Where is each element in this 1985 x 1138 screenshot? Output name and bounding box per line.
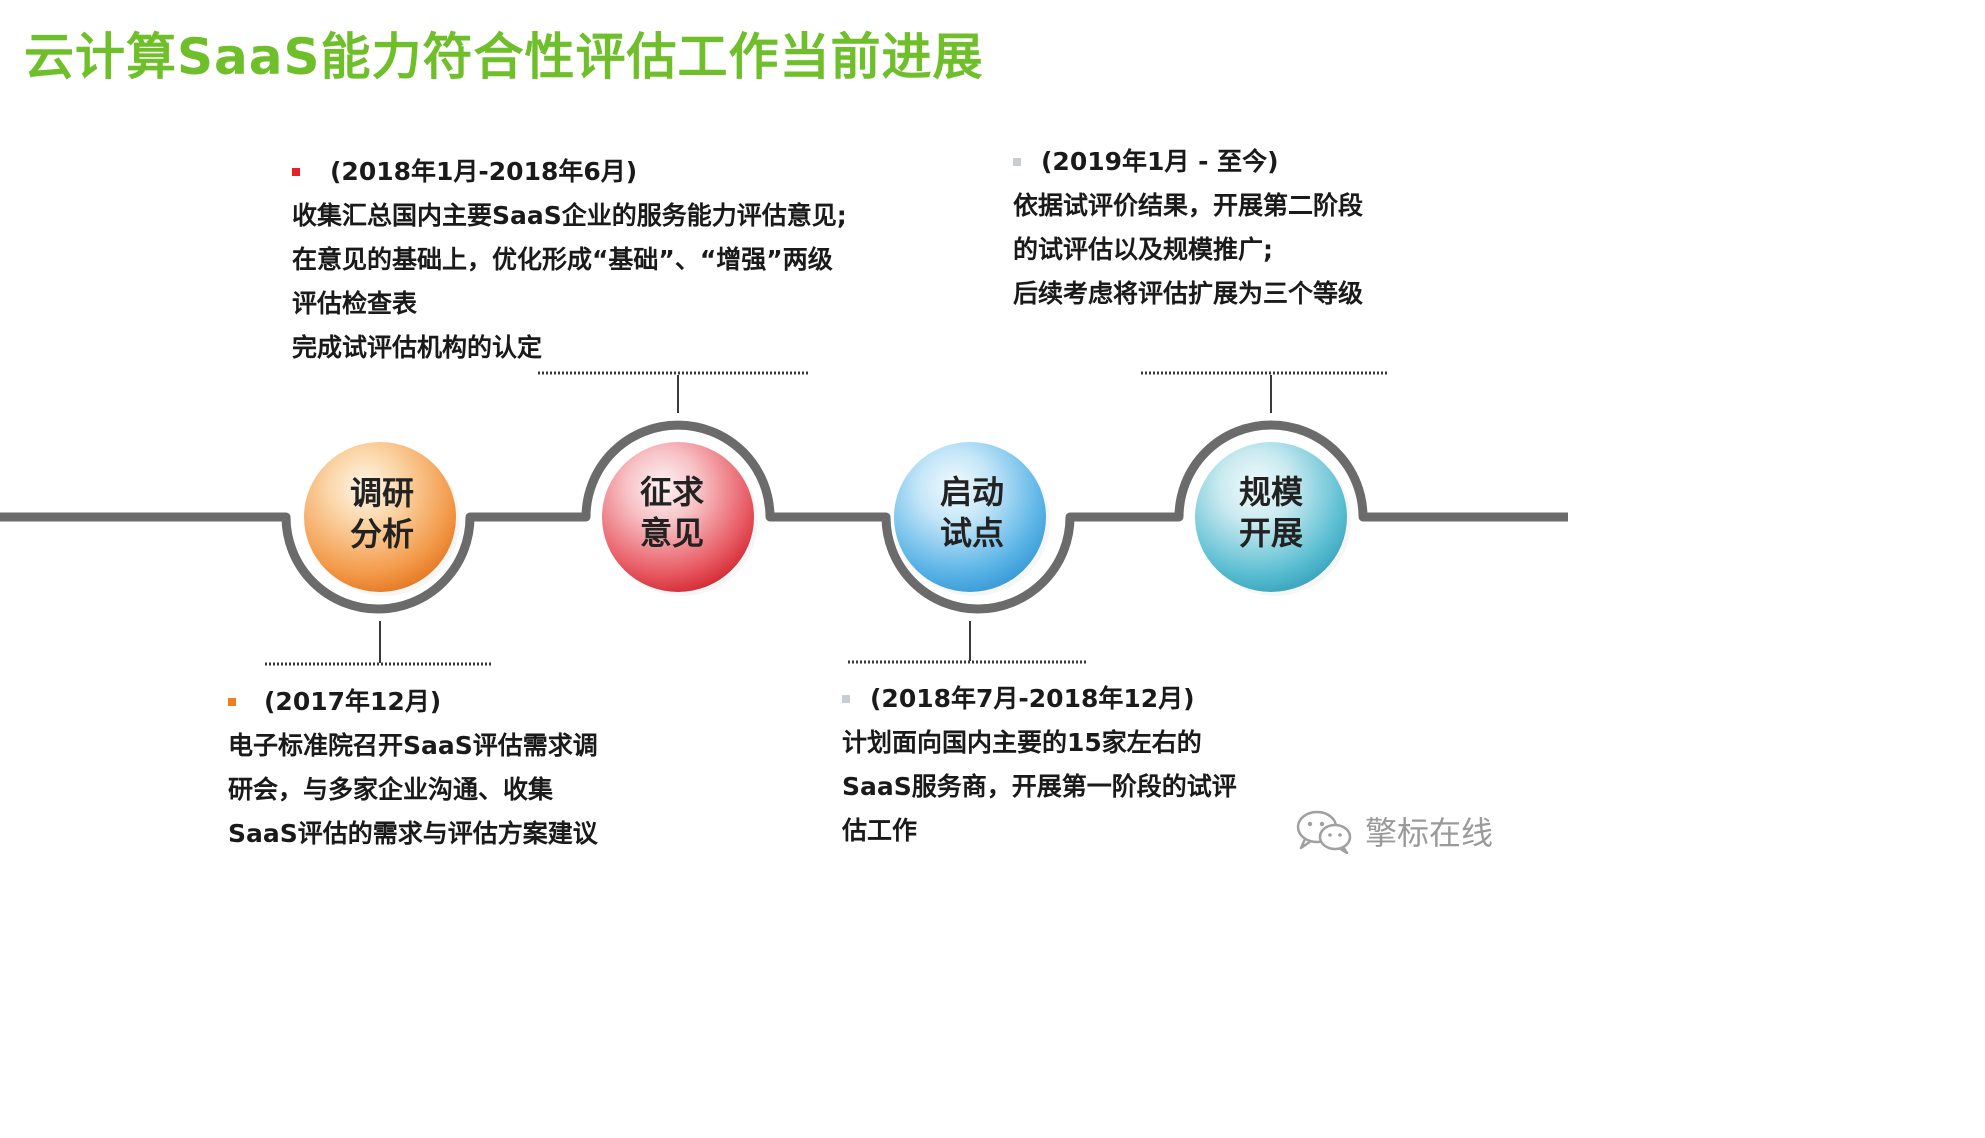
rollout-label-line1: 规模 — [1239, 473, 1303, 511]
stage-pilot: 启动 试点 — [894, 442, 1050, 596]
stage-feedback: 征求 意见 — [602, 442, 758, 596]
pilot-line-1: 计划面向国内主要的15家左右的 — [842, 728, 1202, 757]
research-label-line1: 调研 — [350, 474, 414, 512]
rollout-line-2: 的试评估以及规模推广; — [1013, 235, 1273, 264]
pilot-date: (2018年7月-2018年12月) — [870, 684, 1195, 713]
square-bullet-icon — [1013, 158, 1021, 166]
timeline-diagram: 调研 分析 征求 意见 启动 试点 规模 开展 — [0, 371, 1568, 666]
rollout-line-1: 依据试评价结果，开展第二阶段 — [1013, 191, 1364, 220]
square-bullet-icon — [292, 168, 300, 176]
feedback-line-1: 收集汇总国内主要SaaS企业的服务能力评估意见; — [292, 201, 847, 230]
watermark-text: 擎标在线 — [1365, 814, 1494, 852]
rollout-circle — [1195, 442, 1347, 592]
stage-rollout: 规模 开展 — [1195, 442, 1351, 596]
pilot-label-line1: 启动 — [940, 473, 1004, 511]
pilot-line-3: 估工作 — [842, 816, 918, 845]
pilot-label-line2: 试点 — [940, 514, 1004, 552]
rollout-line-3: 后续考虑将评估扩展为三个等级 — [1013, 279, 1364, 308]
feedback-line-4: 完成试评估机构的认定 — [292, 333, 543, 362]
feedback-line-3: 评估检查表 — [292, 289, 418, 318]
watermark: 擎标在线 — [1293, 808, 1493, 854]
feedback-circle — [602, 442, 754, 592]
feedback-date: (2018年1月-2018年6月) — [330, 157, 638, 186]
feedback-label-line1: 征求 — [640, 473, 704, 511]
research-circle — [304, 442, 456, 592]
rollout-block: (2019年1月 - 至今) 依据试评价结果，开展第二阶段 的试评估以及规模推广… — [1013, 140, 1363, 316]
pilot-circle — [894, 442, 1046, 592]
feedback-label-line2: 意见 — [640, 514, 704, 552]
pilot-line-2: SaaS服务商，开展第一阶段的试评 — [842, 772, 1237, 801]
stage-research: 调研 分析 — [304, 442, 460, 596]
research-block: (2017年12月) 电子标准院召开SaaS评估需求调 研会，与多家企业沟通、收… — [228, 680, 598, 856]
pilot-block: (2018年7月-2018年12月) 计划面向国内主要的15家左右的 SaaS服… — [842, 677, 1237, 853]
research-line-3: SaaS评估的需求与评估方案建议 — [228, 819, 598, 848]
feedback-line-2: 在意见的基础上，优化形成“基础”、“增强”两级 — [292, 245, 833, 274]
research-label-line2: 分析 — [350, 515, 414, 553]
research-date: (2017年12月) — [264, 687, 442, 716]
square-bullet-icon — [842, 695, 850, 703]
research-line-2: 研会，与多家企业沟通、收集 — [228, 775, 554, 804]
research-line-1: 电子标准院召开SaaS评估需求调 — [228, 731, 598, 760]
rollout-date: (2019年1月 - 至今) — [1041, 147, 1279, 176]
wechat-icon — [1296, 810, 1352, 854]
rollout-label-line2: 开展 — [1239, 514, 1303, 552]
timeline-track — [0, 420, 1568, 614]
feedback-block: (2018年1月-2018年6月) 收集汇总国内主要SaaS企业的服务能力评估意… — [292, 150, 847, 370]
square-bullet-icon — [228, 698, 236, 706]
page-title: 云计算SaaS能力符合性评估工作当前进展 — [24, 28, 984, 86]
